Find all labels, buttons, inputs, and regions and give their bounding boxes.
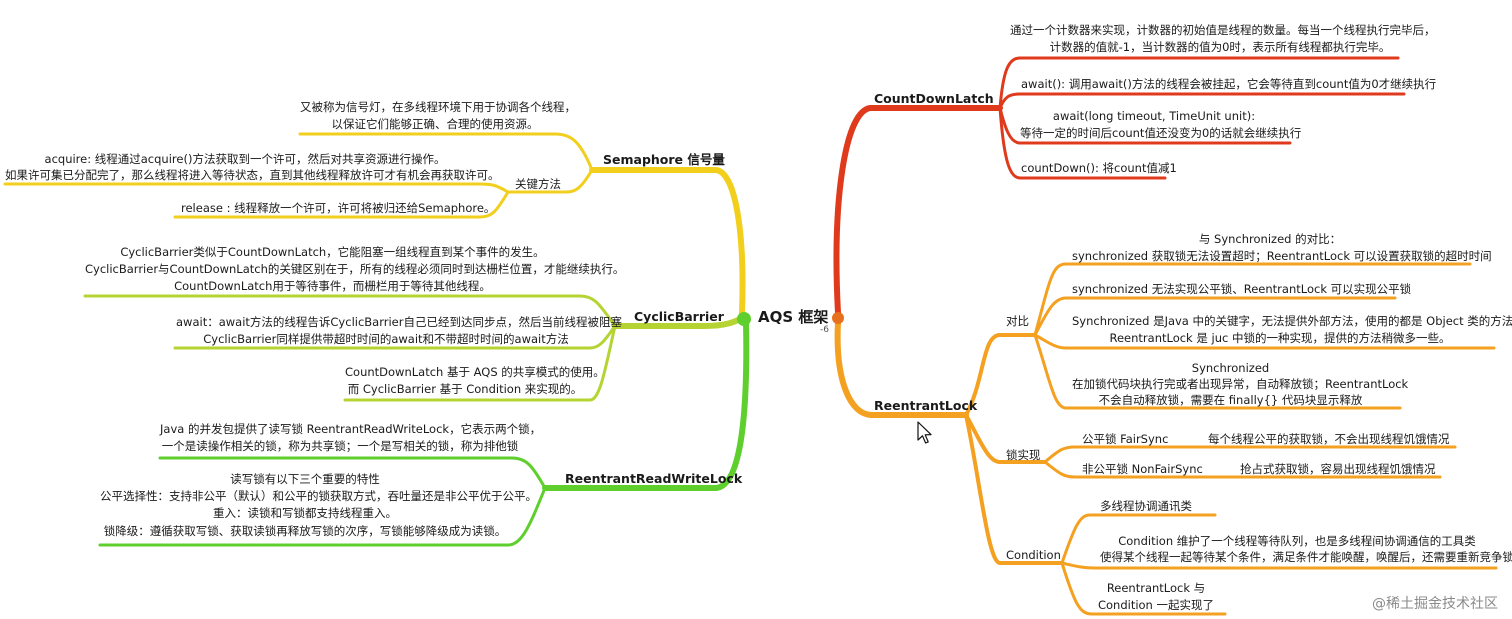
rrwl-desc-line2: 一个是读操作相关的锁，称为共享锁；一个是写相关的锁，称为排他锁 — [161, 439, 519, 453]
connector-root-countdownlatch — [833, 105, 1003, 316]
node-impl[interactable]: 锁实现 — [1006, 448, 1041, 462]
root-node[interactable]: AQS 框架 — [758, 308, 829, 326]
semaphore-keymethods[interactable]: 关键方法 — [515, 177, 561, 191]
compare-item-4a: Synchronized — [1191, 361, 1270, 375]
compare-item-2: synchronized 无法实现公平锁、ReentrantLock 可以实现公… — [1072, 282, 1412, 296]
compare-item-4c: 不会自动释放锁，需要在 finally{} 代码块显示释放 — [1098, 393, 1363, 407]
rrwl-feature-downgrade: 锁降级：遵循获取写锁、获取读锁再释放写锁的次序，写锁能够降级成为读锁。 — [103, 524, 507, 538]
connector-rrwl-desc — [158, 456, 547, 490]
connector-root-reentrantlock — [834, 319, 969, 418]
connector-cond-3 — [1060, 561, 1227, 616]
connector-compare-2 — [1033, 296, 1397, 337]
node-reentrantlock[interactable]: ReentrantLock — [874, 398, 978, 413]
cb-desc-line1: CyclicBarrier类似于CountDownLatch，它能阻塞一组线程直… — [120, 245, 545, 259]
connector-rrwl-features — [98, 486, 547, 547]
root-handle-right — [832, 312, 844, 324]
impl-nonfair: 非公平锁 NonFairSync — [1082, 462, 1203, 476]
node-cyclicbarrier[interactable]: CyclicBarrier — [634, 309, 724, 324]
impl-fair: 公平锁 FairSync — [1082, 432, 1169, 446]
connector-keym-acquire — [3, 182, 510, 194]
condition-item-2a: Condition 维护了一个线程等待队列，也是多线程间协调通信的工具类 — [1118, 534, 1476, 548]
connector-rl-condition — [964, 413, 1064, 565]
rrwl-feature-fairness: 公平选择性：支持非公平（默认）和公平的锁获取方式，吞吐量还是非公平优于公平。 — [100, 489, 537, 503]
compare-item-1: synchronized 获取锁无法设置超时；ReentrantLock 可以设… — [1072, 249, 1492, 263]
cb-desc-line3: CountDownLatch用于等待事件，而栅栏用于等待其他线程。 — [174, 279, 491, 293]
node-countdownlatch[interactable]: CountDownLatch — [874, 91, 994, 106]
connector-compare-3 — [1033, 333, 1496, 350]
compare-intro: 与 Synchronized 的对比： — [1198, 232, 1342, 246]
connector-cond-2 — [1060, 561, 1498, 570]
cdl-await-timeout-line1: await(long timeout, TimeUnit unit): — [1052, 109, 1256, 123]
cb-await-line1: await：await方法的线程告诉CyclicBarrier自己已经到达同步点… — [176, 315, 622, 329]
cdl-desc-line1: 通过一个计数器来实现，计数器的初始值是线程的数量。每当一个线程执行完毕后， — [1010, 23, 1436, 37]
mouse-cursor-icon — [917, 421, 932, 444]
node-compare[interactable]: 对比 — [1006, 314, 1029, 328]
condition-item-2b: 使得某个线程一起等待某个条件，满足条件才能唤醒，唤醒后，还需要重新竞争锁 — [1100, 550, 1512, 564]
node-semaphore[interactable]: Semaphore 信号量 — [603, 152, 725, 167]
compare-item-3a: Synchronized 是Java 中的关键字，无法提供外部方法，使用的都是 … — [1072, 314, 1512, 328]
connector-sem-desc — [298, 132, 594, 172]
branch-countdownlatch-lines — [833, 56, 1406, 316]
connector-compare-4 — [1033, 333, 1402, 410]
cdl-countdown: countDown(): 将count值减1 — [1021, 161, 1177, 175]
root-handle-left — [737, 312, 751, 326]
impl-nonfair-desc: 抢占式获取锁，容易出现线程饥饿情况 — [1240, 462, 1436, 476]
cb-desc-line2: CyclicBarrier与CountDownLatch的关键区别在于，所有的线… — [85, 262, 625, 276]
compare-item-3b: ReentrantLock 是 juc 中锁的一种实现，提供的方法稍微多一些。 — [1109, 331, 1451, 345]
condition-item-1: 多线程协调通讯类 — [1100, 499, 1192, 513]
connector-cdl-await — [998, 92, 1406, 110]
semaphore-desc-line1: 又被称为信号灯，在多线程环境下用于协调各个线程， — [300, 100, 576, 114]
cb-await-line2: CyclicBarrier同样提供带超时时间的await和不带超时时间的awai… — [203, 332, 569, 346]
connector-impl-nonfair — [1043, 460, 1442, 479]
impl-fair-desc: 每个线程公平的获取锁，不会出现线程饥饿情况 — [1208, 432, 1450, 446]
rrwl-feature-reentrant: 重入：读锁和写锁都支持线程重入。 — [213, 506, 397, 520]
watermark: @稀土掘金技术社区 — [1372, 596, 1498, 612]
condition-item-3a: ReentrantLock 与 — [1106, 581, 1206, 595]
node-rrwl[interactable]: ReentrantReadWriteLock — [565, 471, 743, 486]
cdl-await: await(): 调用await()方法的线程会被挂起，它会等待直到count值… — [1021, 77, 1437, 91]
compare-item-4b: 在加锁代码块执行完或者出现异常，自动释放锁；ReentrantLock — [1072, 377, 1409, 391]
semaphore-desc-line2: 以保证它们能够正确、合理的使用资源。 — [331, 117, 539, 131]
cb-compare-line2: 而 CyclicBarrier 基于 Condition 来实现的。 — [347, 382, 583, 396]
rrwl-desc-line1: Java 的并发包提供了读写锁 ReentrantReadWriteLock，它… — [160, 422, 542, 436]
condition-item-3b: Condition 一起实现了 — [1097, 598, 1215, 612]
branch-rrwl-lines — [98, 319, 750, 547]
semaphore-release: release : 线程释放一个许可，许可将被归还给Semaphore。 — [181, 201, 496, 215]
rrwl-feature-title: 读写锁有以下三个重要的特性 — [230, 472, 380, 486]
connector-cb-desc — [83, 294, 617, 328]
cdl-await-timeout-line2: 等待一定的时间后count值还没变为0的话就会继续执行 — [1020, 126, 1302, 140]
cb-compare-line1: CountDownLatch 基于 AQS 的共享模式的使用。 — [345, 365, 605, 379]
branch-reentrantlock-lines — [834, 262, 1498, 616]
connector-sem-keymethods — [506, 168, 594, 194]
node-condition[interactable]: Condition — [1006, 548, 1061, 562]
connector-cdl-countdown — [998, 106, 1167, 180]
connector-cond-1 — [1060, 513, 1217, 565]
connector-root-semaphore — [589, 167, 746, 316]
cdl-desc-line2: 计数器的值就-1，当计数器的值为0时，表示所有线程都执行完毕。 — [1049, 40, 1391, 54]
semaphore-acquire-line2: 如果许可集已分配完了，那么线程将进入等待状态，直到其他线程释放许可才有机会再获取… — [5, 168, 500, 182]
connector-cb-await — [173, 324, 617, 350]
branch-semaphore-lines — [3, 132, 746, 316]
connector-cdl-desc — [998, 56, 1400, 110]
connector-cb-compare — [343, 324, 617, 402]
root-handles — [737, 312, 844, 326]
connector-root-rrwl — [542, 319, 750, 491]
connector-impl-fair — [1043, 445, 1457, 464]
connector-compare-1 — [1033, 262, 1472, 337]
semaphore-acquire-line1: acquire: 线程通过acquire()方法获取到一个许可，然后对共享资源进… — [44, 152, 446, 166]
connector-rl-impl — [964, 413, 1047, 464]
root-glyph: -6 — [820, 325, 829, 335]
connector-rl-compare — [964, 333, 1037, 417]
connector-keym-release — [173, 190, 510, 219]
